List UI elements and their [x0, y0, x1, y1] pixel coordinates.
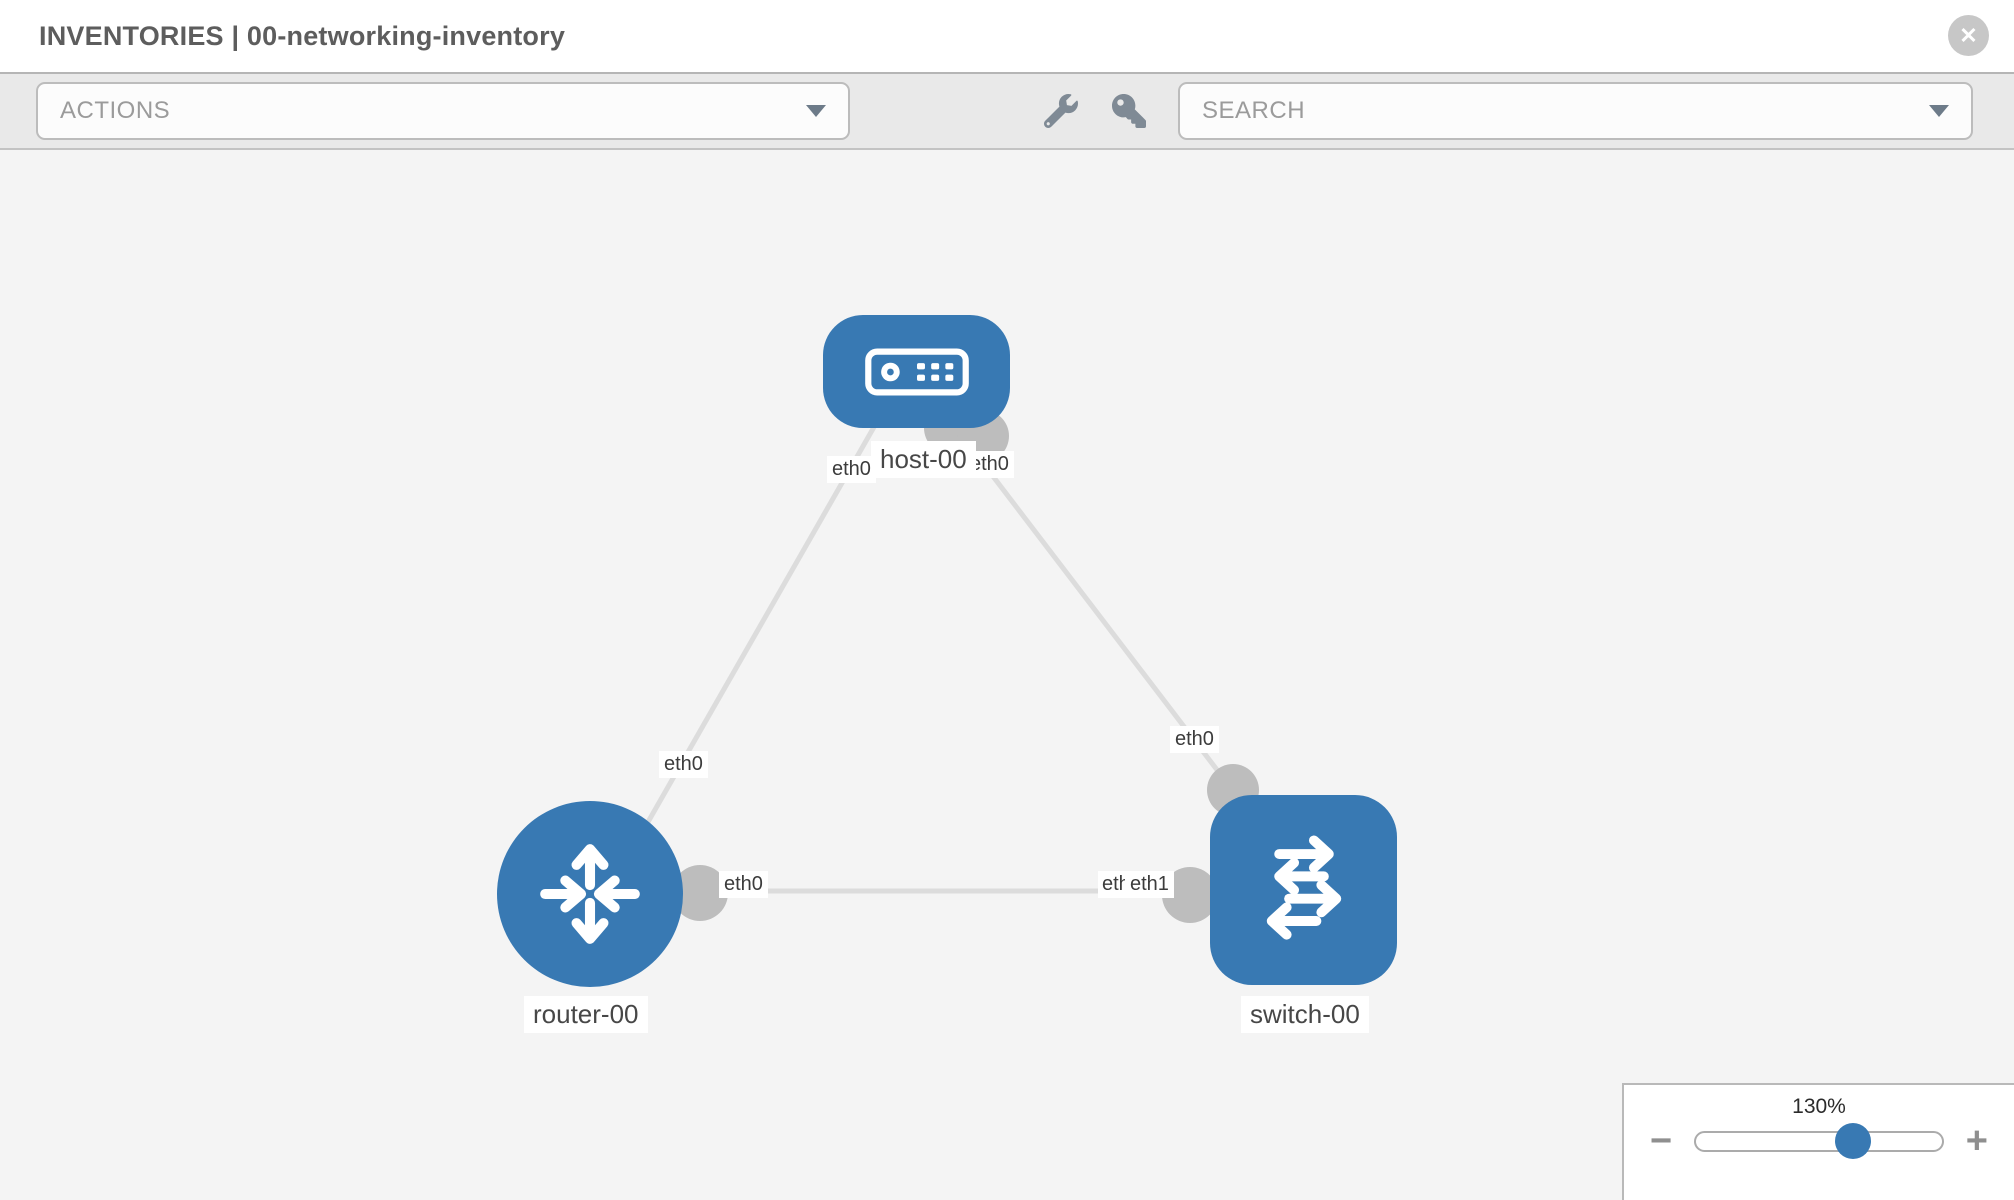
zoom-out-button[interactable]: −: [1650, 1120, 1673, 1162]
search-placeholder: SEARCH: [1202, 97, 1306, 124]
interface-label: eth0: [1170, 726, 1219, 753]
search-dropdown[interactable]: SEARCH: [1178, 82, 1973, 140]
zoom-level: 130%: [1792, 1095, 1846, 1118]
key-button[interactable]: [1110, 92, 1148, 130]
toolbar: ACTIONS SEARCH: [0, 72, 2014, 150]
close-icon: ✕: [1959, 22, 1978, 48]
interface-label-overlapping: eth0 eth1: [1098, 871, 1174, 898]
interface-label: eth0: [827, 456, 876, 483]
node-label-router: router-00: [524, 996, 648, 1033]
wrench-icon: [1044, 94, 1078, 128]
node-label-host: host-00: [871, 441, 976, 478]
page-title: INVENTORIES | 00-networking-inventory: [39, 20, 566, 51]
actions-dropdown[interactable]: ACTIONS: [36, 82, 850, 140]
node-router-00[interactable]: [497, 801, 683, 987]
zoom-slider-knob[interactable]: [1835, 1123, 1872, 1159]
interface-label: eth0: [659, 751, 708, 778]
endpoint-switch-left: [1162, 867, 1218, 923]
topology-links: [645, 402, 1259, 923]
zoom-in-button[interactable]: +: [1965, 1120, 1988, 1162]
interface-label: eth1: [1125, 871, 1174, 898]
interface-label: eth0: [1098, 871, 1126, 898]
switch-icon: [1266, 835, 1341, 940]
chevron-down-icon: [1929, 105, 1949, 117]
zoom-control-panel: 130% − +: [1622, 1083, 2014, 1200]
zoom-slider[interactable]: [1694, 1123, 1944, 1159]
node-host-00[interactable]: [823, 315, 1010, 428]
actions-dropdown-label: ACTIONS: [60, 97, 171, 124]
router-icon: [540, 844, 640, 944]
node-switch-00[interactable]: [1210, 795, 1397, 985]
endpoint-router-right: [672, 865, 728, 921]
topology-canvas[interactable]: eth0 eth0 eth0 eth0 eth0 eth0 eth1 host-…: [0, 150, 2014, 1200]
node-label-switch: switch-00: [1241, 996, 1369, 1033]
wrench-button[interactable]: [1042, 92, 1080, 130]
close-button[interactable]: ✕: [1948, 15, 1989, 56]
chevron-down-icon: [806, 105, 826, 117]
interface-label: eth0: [719, 871, 768, 898]
key-icon: [1112, 94, 1146, 128]
host-icon: [864, 348, 969, 395]
header: INVENTORIES | 00-networking-inventory ✕: [0, 0, 2014, 72]
